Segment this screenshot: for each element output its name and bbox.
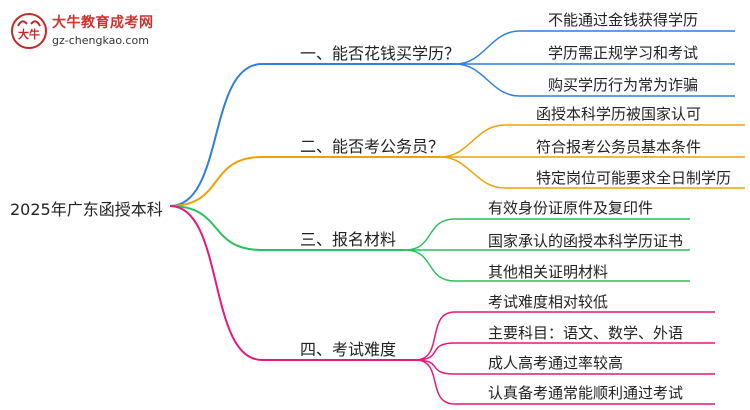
leaf-1-2: 学历需正规学习和考试 xyxy=(548,44,699,62)
leaf-4-2-connector xyxy=(414,342,715,361)
site-logo: 大牛 大牛教育成考网 gz-chengkao.com xyxy=(6,8,166,52)
branch-3-connector xyxy=(169,205,405,251)
branch-4-label: 四、考试难度 xyxy=(300,340,397,359)
leaf-2-1-connector xyxy=(439,124,745,158)
leaf-4-3: 成人高考通过率较高 xyxy=(488,354,624,372)
leaf-4-4-connector xyxy=(414,359,715,405)
leaf-1-1-connector xyxy=(454,30,735,65)
logo-title: 大牛教育成考网 xyxy=(52,15,154,31)
branch-2-connector xyxy=(169,156,440,207)
svg-text:大牛: 大牛 xyxy=(18,27,40,41)
leaf-3-2: 国家承认的函授本科学历证书 xyxy=(488,232,684,250)
leaf-3-3-connector xyxy=(404,249,690,282)
leaf-2-3-connector xyxy=(439,156,745,189)
leaf-1-1: 不能通过金钱获得学历 xyxy=(548,11,699,29)
logo-url: gz-chengkao.com xyxy=(52,34,149,47)
branch-1-connector xyxy=(169,63,455,207)
leaf-2-2: 符合报考公务员基本条件 xyxy=(536,138,702,156)
leaf-4-1-connector xyxy=(414,311,715,361)
branch-4-connector xyxy=(169,205,415,361)
leaf-4-2: 主要科目：语文、数学、外语 xyxy=(488,324,684,342)
leaf-3-1: 有效身份证原件及复印件 xyxy=(488,199,654,217)
branch-3-label: 三、报名材料 xyxy=(300,230,397,249)
bull-logo-icon: 大牛 xyxy=(11,13,47,49)
branch-1-label: 一、能否花钱买学历？ xyxy=(300,44,461,63)
root-node: 2025年广东函授本科 xyxy=(10,200,163,219)
leaf-2-1: 函授本科学历被国家认可 xyxy=(536,105,702,123)
leaf-4-1: 考试难度相对较低 xyxy=(488,293,609,311)
leaf-3-3: 其他相关证明材料 xyxy=(488,263,609,281)
leaf-3-1-connector xyxy=(404,218,690,251)
leaf-2-3: 特定岗位可能要求全日制学历 xyxy=(536,169,732,187)
branch-2-label: 二、能否考公务员？ xyxy=(300,137,445,156)
leaf-4-3-connector xyxy=(414,359,715,375)
leaf-1-3: 购买学历行为常为诈骗 xyxy=(548,76,699,94)
leaf-1-3-connector xyxy=(454,63,735,97)
leaf-4-4: 认真备考通常能顺利通过考试 xyxy=(488,384,684,402)
